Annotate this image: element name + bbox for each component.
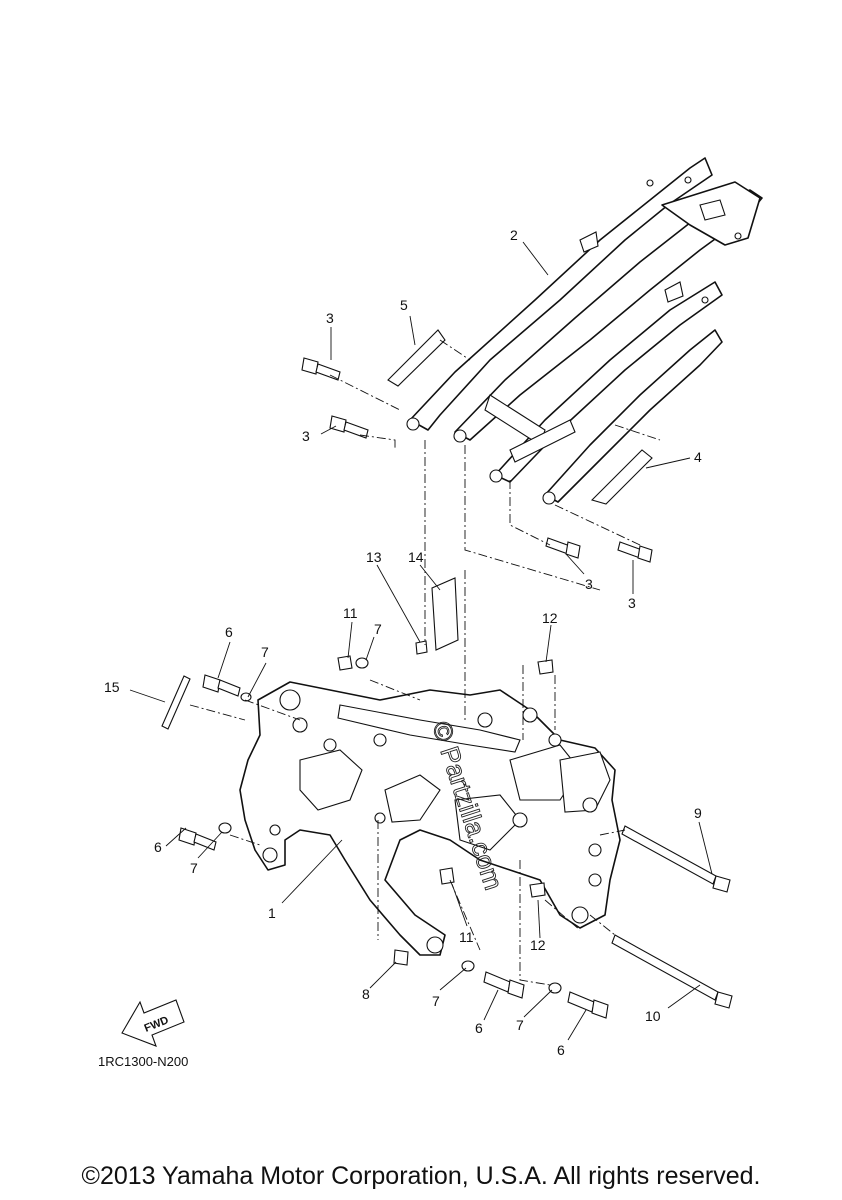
callout-part-7: 7 bbox=[516, 1017, 524, 1033]
fastener-drawings bbox=[161, 577, 733, 1019]
callout-part-6: 6 bbox=[557, 1042, 565, 1058]
rear-frame-drawing bbox=[406, 157, 763, 505]
callout-part-7: 7 bbox=[190, 860, 198, 876]
callout-part-15: 15 bbox=[104, 679, 120, 695]
diagram-part-code: 1RC1300-N200 bbox=[98, 1054, 188, 1069]
leader-lines bbox=[129, 241, 713, 1041]
callout-part-7: 7 bbox=[374, 621, 382, 637]
callout-part-6: 6 bbox=[475, 1020, 483, 1036]
callout-part-6: 6 bbox=[225, 624, 233, 640]
callout-part-7: 7 bbox=[432, 993, 440, 1009]
callout-part-11: 11 bbox=[459, 929, 474, 945]
callout-part-3: 3 bbox=[628, 595, 636, 611]
alignment-lines bbox=[189, 339, 661, 986]
callout-part-11: 11 bbox=[343, 605, 358, 621]
frame-parts-diagram: © Partzilla.com 1 2 3 3 3 3 4 5 6 6 6 6 … bbox=[98, 157, 763, 1069]
part-callouts: 1 2 3 3 3 3 4 5 6 6 6 6 7 7 7 7 7 8 9 10… bbox=[104, 227, 702, 1058]
callout-part-3: 3 bbox=[585, 576, 593, 592]
callout-part-12: 12 bbox=[542, 610, 558, 626]
callout-part-9: 9 bbox=[694, 805, 702, 821]
callout-part-3: 3 bbox=[302, 428, 310, 444]
plate-drawings bbox=[387, 329, 653, 505]
callout-part-1: 1 bbox=[268, 905, 276, 921]
callout-part-7: 7 bbox=[261, 644, 269, 660]
callout-part-13: 13 bbox=[366, 549, 382, 565]
fwd-arrow-icon: FWD bbox=[121, 999, 185, 1047]
callout-part-2: 2 bbox=[510, 227, 518, 243]
callout-part-12: 12 bbox=[530, 937, 546, 953]
bolt-3-drawings bbox=[301, 357, 653, 563]
callout-part-14: 14 bbox=[408, 549, 424, 565]
callout-part-8: 8 bbox=[362, 986, 370, 1002]
callout-part-4: 4 bbox=[694, 449, 702, 465]
main-frame-drawing bbox=[239, 681, 621, 956]
callout-part-10: 10 bbox=[645, 1008, 661, 1024]
copyright-notice: ©2013 Yamaha Motor Corporation, U.S.A. A… bbox=[81, 1162, 761, 1190]
callout-part-5: 5 bbox=[400, 297, 408, 313]
callout-part-6: 6 bbox=[154, 839, 162, 855]
callout-part-3: 3 bbox=[326, 310, 334, 326]
